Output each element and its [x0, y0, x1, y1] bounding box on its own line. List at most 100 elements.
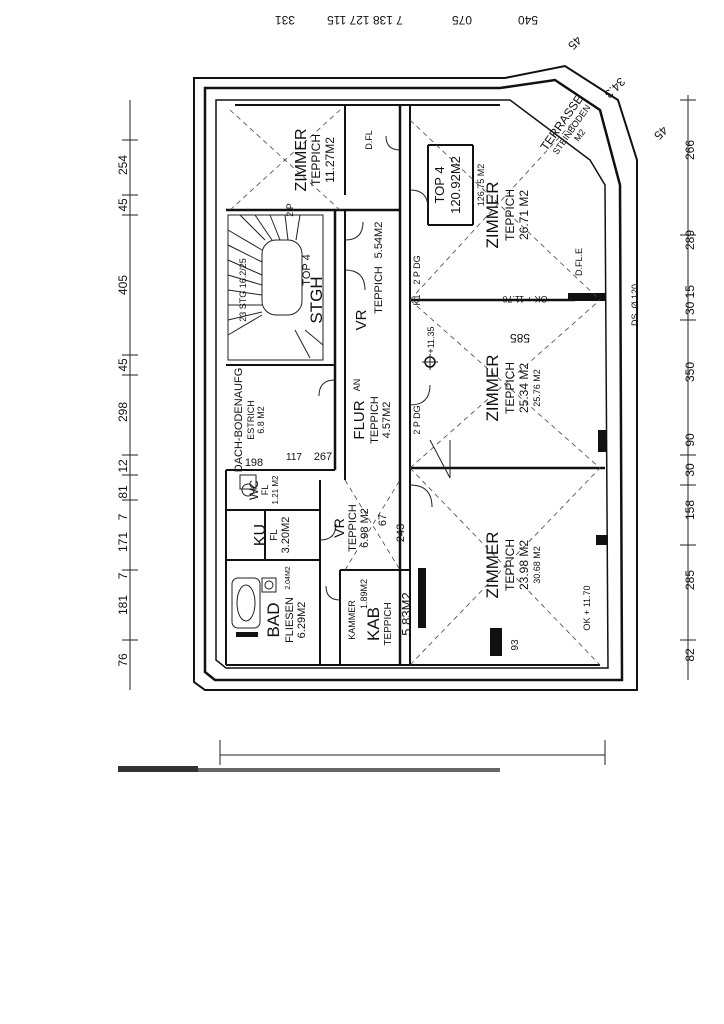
room-area: 6.29M2: [296, 602, 308, 639]
room-floor: TEPPICH: [503, 189, 517, 241]
interior-walls: [225, 105, 605, 666]
wall-blocks: [236, 293, 608, 656]
dashed-lines: [229, 109, 601, 666]
room-area-2: 30.68 M2: [532, 546, 542, 584]
room-vr-1: VR TEPPICH 5.54M2: [353, 222, 385, 331]
corner-dim-1: 45: [565, 33, 585, 53]
note-67: 67: [377, 514, 389, 526]
right-dim-1: 266: [683, 140, 697, 160]
note-dfl-1: D.FL: [364, 130, 374, 150]
left-dim-8: 7: [116, 513, 130, 520]
right-dim-4: 350: [683, 362, 697, 382]
right-dim-6: 30: [683, 463, 697, 477]
top-dim-3: 075: [452, 13, 472, 27]
room-area: 26.71 M2: [517, 190, 531, 240]
room-floor: FL: [260, 485, 270, 496]
room-area-2: 25.76 M2: [532, 369, 542, 407]
note-dg-1: 2 P DG: [412, 255, 422, 284]
room-zimmer-1: ZIMMER TEPPICH 11.27M2: [293, 128, 337, 191]
room-floor: TEPPICH: [347, 504, 359, 552]
room-name: BAD: [264, 603, 283, 638]
room-vr-2: VR TEPPICH 6.98 M2: [331, 504, 371, 552]
left-dim-4: 45: [116, 358, 130, 372]
room-floor: ESTRICH: [246, 400, 256, 440]
kammer-name: KAMMER: [347, 600, 357, 640]
room-floor: TEPPICH: [503, 539, 517, 591]
note-585: 585: [510, 331, 530, 345]
top4-area: 120.92M2: [448, 156, 463, 214]
room-name: FLUR: [351, 400, 368, 439]
room-name: WC: [247, 480, 261, 500]
room-zimmer-4: ZIMMER TEPPICH 23.98 M2 30.68 M2: [483, 531, 542, 598]
fixtures: [231, 474, 277, 629]
room-name: DACH-BODENAUFG: [233, 368, 245, 473]
note-dg-2: 2 P DG: [412, 405, 422, 434]
left-dim-6: 12: [116, 459, 130, 473]
room-dachboden: DACH-BODENAUFG ESTRICH 6.8 M2: [233, 368, 266, 473]
height-marker: [422, 354, 438, 370]
room-floor: TEPPICH: [309, 134, 323, 186]
right-dim-9: 82: [683, 648, 697, 662]
room-stgh: STGH TOP 4: [301, 254, 326, 323]
left-dimension-line: [122, 100, 138, 690]
note-243: 243: [395, 524, 407, 542]
top-dim-4: 540: [518, 13, 538, 27]
note-dw: 2.04M2: [285, 566, 292, 589]
room-name: ZIMMER: [293, 128, 310, 191]
corner-dim-3: 45: [651, 123, 671, 143]
corner-dim-2: 34.3: [601, 75, 628, 102]
room-name: STGH: [307, 276, 326, 323]
top4-title: TOP 4: [432, 166, 447, 203]
top4-area2: 126.75 M2: [476, 164, 486, 207]
note-267: 267: [314, 451, 332, 463]
room-name: ZIMMER: [483, 531, 502, 598]
right-dim-8: 285: [683, 570, 697, 590]
left-dim-11: 181: [116, 595, 130, 615]
room-floor: TEPPICH: [383, 602, 394, 645]
bottom-dimension-line: [118, 740, 606, 772]
room-name: ZIMMER: [483, 354, 502, 421]
left-dim-2: 45: [116, 198, 130, 212]
room-name: VR: [353, 309, 370, 330]
room-area: 4.57M2: [381, 402, 393, 439]
left-dim-1: 254: [116, 155, 130, 175]
room-name: KU: [252, 524, 269, 546]
note-ds: DS. Ø 120: [630, 284, 640, 326]
room-area: 5.54M2: [373, 222, 385, 259]
left-dim-3: 405: [116, 275, 130, 295]
top4-label: TOP 4 120.92M2 126.75 M2: [432, 156, 486, 214]
left-dim-9: 171: [116, 532, 130, 552]
room-area: 6.98 M2: [359, 508, 371, 548]
room-kueche: KU FL 3.20M2: [252, 517, 292, 554]
door-swings: [318, 135, 451, 601]
note-height: +11.35: [426, 326, 436, 353]
room-flur: FLUR TEPPICH 4.57M2: [351, 396, 393, 444]
room-floor: TOP 4: [301, 254, 313, 285]
room-area: 6.8 M2: [256, 406, 266, 434]
room-floor: TEPPICH: [503, 362, 517, 414]
left-dim-5: 298: [116, 402, 130, 422]
room-area: 11.27M2: [323, 137, 337, 183]
room-floor: TEPPICH: [369, 396, 381, 444]
note-dfl-2: D.FL.E: [574, 248, 584, 276]
room-floor: FLIESEN: [284, 597, 296, 643]
room-wc: WC FL 1.21 M2: [247, 475, 280, 504]
room-zimmer-2: ZIMMER TEPPICH 26.71 M2: [483, 181, 531, 248]
note-2p: 2 P: [285, 203, 295, 217]
left-dim-12: 76: [116, 653, 130, 667]
room-kab: KAMMER 1.89M2 KAB TEPPICH 5.83M2: [347, 579, 414, 646]
kammer-area: 1.89M2: [359, 579, 369, 609]
room-area: 23.98 M2: [517, 540, 531, 590]
note-an: AN: [352, 379, 362, 392]
note-93: 93: [510, 639, 521, 651]
room-area: 5.83M2: [399, 592, 414, 635]
room-area: 3.20M2: [280, 517, 292, 554]
right-dim-7: 158: [683, 500, 697, 520]
top-dim-2: 7 138 127 115: [327, 13, 403, 27]
room-name: KAB: [364, 607, 383, 641]
right-dimension-line: [680, 95, 696, 680]
top-dim-1: 331: [275, 13, 295, 27]
room-name: VR: [331, 518, 347, 537]
note-ok-1: OK + 11.70: [502, 294, 547, 304]
note-117: 117: [286, 452, 302, 463]
